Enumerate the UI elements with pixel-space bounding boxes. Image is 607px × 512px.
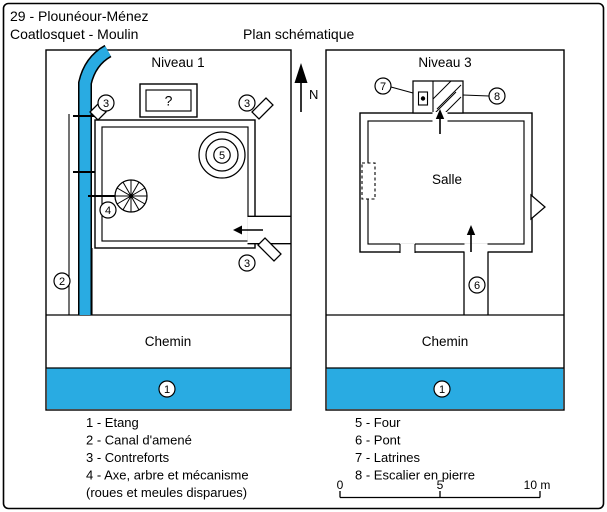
marker-circle bbox=[433, 380, 451, 398]
right-chemin-label: Chemin bbox=[422, 334, 469, 349]
latrine-dot bbox=[420, 96, 426, 101]
marker-stairs: 8 bbox=[488, 87, 506, 105]
marker-circle bbox=[97, 94, 115, 112]
waterwheel-hub bbox=[129, 194, 133, 198]
buttress-top-right bbox=[251, 97, 274, 120]
marker-pond-right: 1 bbox=[433, 380, 451, 398]
flow-arrow-head bbox=[233, 225, 242, 235]
legend-item-four: 5 - Four bbox=[355, 415, 401, 430]
marker-circle bbox=[468, 276, 486, 294]
figure-title-line2: Coatlosquet - Moulin bbox=[10, 26, 138, 42]
north-arrow-head bbox=[294, 63, 308, 83]
hatch-line bbox=[444, 96, 462, 114]
scale-label-mid: 5 bbox=[437, 478, 444, 492]
right-wall-notch bbox=[530, 193, 546, 221]
legend-item-etang: 1 - Etang bbox=[86, 415, 139, 430]
legend-item-latrines: 7 - Latrines bbox=[355, 450, 421, 465]
left-wall-dashed-feature bbox=[361, 162, 376, 200]
marker-circle bbox=[213, 146, 231, 164]
scale-label-end: 10 m bbox=[524, 478, 551, 492]
stair-hatching bbox=[432, 80, 462, 114]
left-chemin-label: Chemin bbox=[145, 334, 192, 349]
legend-item-contreforts: 3 - Contreforts bbox=[86, 450, 170, 465]
marker-label: 1 bbox=[164, 384, 170, 396]
bridge-opening-gap bbox=[464, 243, 488, 253]
north-arrow: N bbox=[294, 63, 318, 112]
marker-buttress-2: 3 bbox=[238, 94, 256, 112]
marker-label: 2 bbox=[59, 276, 65, 288]
legend-item-note: (roues et meules disparues) bbox=[86, 485, 247, 500]
marker-label: 3 bbox=[244, 98, 250, 110]
marker-circle bbox=[53, 272, 71, 290]
right-plan-title: Niveau 3 bbox=[418, 55, 471, 70]
right-plan: Niveau 3 bbox=[325, 49, 565, 411]
marker-label: 5 bbox=[219, 150, 225, 162]
marker-label: 3 bbox=[244, 258, 250, 270]
marker-circle bbox=[238, 254, 256, 272]
scale-bar: 0 5 10 m bbox=[337, 478, 551, 499]
hatch-line bbox=[436, 84, 462, 110]
marker-mechanism: 4 bbox=[99, 201, 117, 219]
hall-door-gap bbox=[400, 243, 415, 253]
latrines-leader-line bbox=[390, 86, 414, 94]
marker-label: 1 bbox=[439, 384, 445, 396]
canal-water bbox=[79, 46, 111, 315]
marker-label: 7 bbox=[380, 81, 386, 93]
stairs-leader-line bbox=[462, 94, 490, 97]
marker-bridge: 6 bbox=[468, 276, 486, 294]
hatch-line bbox=[434, 91, 457, 114]
marker-canal: 2 bbox=[53, 272, 71, 290]
marker-latrines: 7 bbox=[374, 77, 392, 95]
marker-pond-left: 1 bbox=[158, 380, 176, 398]
marker-label: 8 bbox=[494, 91, 500, 103]
salle-label: Salle bbox=[432, 172, 462, 187]
unknown-room-label: ? bbox=[165, 93, 173, 109]
bridge-arrow-head bbox=[466, 225, 476, 235]
left-plan: Niveau 1 ? bbox=[45, 44, 292, 411]
legend-item-mecanisme: 4 - Axe, arbre et mécanisme bbox=[86, 468, 249, 483]
left-plan-title: Niveau 1 bbox=[151, 55, 204, 70]
hatch-line bbox=[432, 80, 452, 100]
latrine-stair-structure bbox=[412, 80, 464, 114]
marker-circle bbox=[238, 94, 256, 112]
stair-arrow-head bbox=[435, 109, 445, 119]
figure-title-line1: 29 - Plounéour-Ménez bbox=[10, 8, 149, 24]
marker-buttress-1: 3 bbox=[97, 94, 115, 112]
legend-item-pont: 6 - Pont bbox=[355, 433, 401, 448]
hall-wall-outer bbox=[359, 112, 533, 253]
latrine-seat bbox=[417, 91, 429, 106]
marker-label: 3 bbox=[103, 98, 109, 110]
marker-buttress-3: 3 bbox=[238, 254, 256, 272]
figure-subtitle: Plan schématique bbox=[243, 26, 355, 42]
marker-oven: 5 bbox=[213, 146, 231, 164]
north-label: N bbox=[309, 87, 318, 102]
mill-wall-inner bbox=[101, 126, 249, 242]
legend-item-escalier: 8 - Escalier en pierre bbox=[355, 468, 475, 483]
legend-item-canal: 2 - Canal d'amené bbox=[86, 433, 192, 448]
scale-label-start: 0 bbox=[337, 478, 344, 492]
marker-circle bbox=[99, 201, 117, 219]
marker-label: 6 bbox=[474, 280, 480, 292]
marker-label: 4 bbox=[105, 205, 111, 217]
unknown-room-inner bbox=[145, 89, 192, 112]
header: 29 - Plounéour-Ménez Coatlosquet - Mouli… bbox=[10, 8, 355, 42]
marker-circle bbox=[374, 77, 392, 95]
buttress-bottom-right bbox=[257, 237, 282, 262]
marker-circle bbox=[488, 87, 506, 105]
legend: 1 - Etang 2 - Canal d'amené 3 - Contrefo… bbox=[86, 415, 475, 500]
marker-circle bbox=[158, 380, 176, 398]
